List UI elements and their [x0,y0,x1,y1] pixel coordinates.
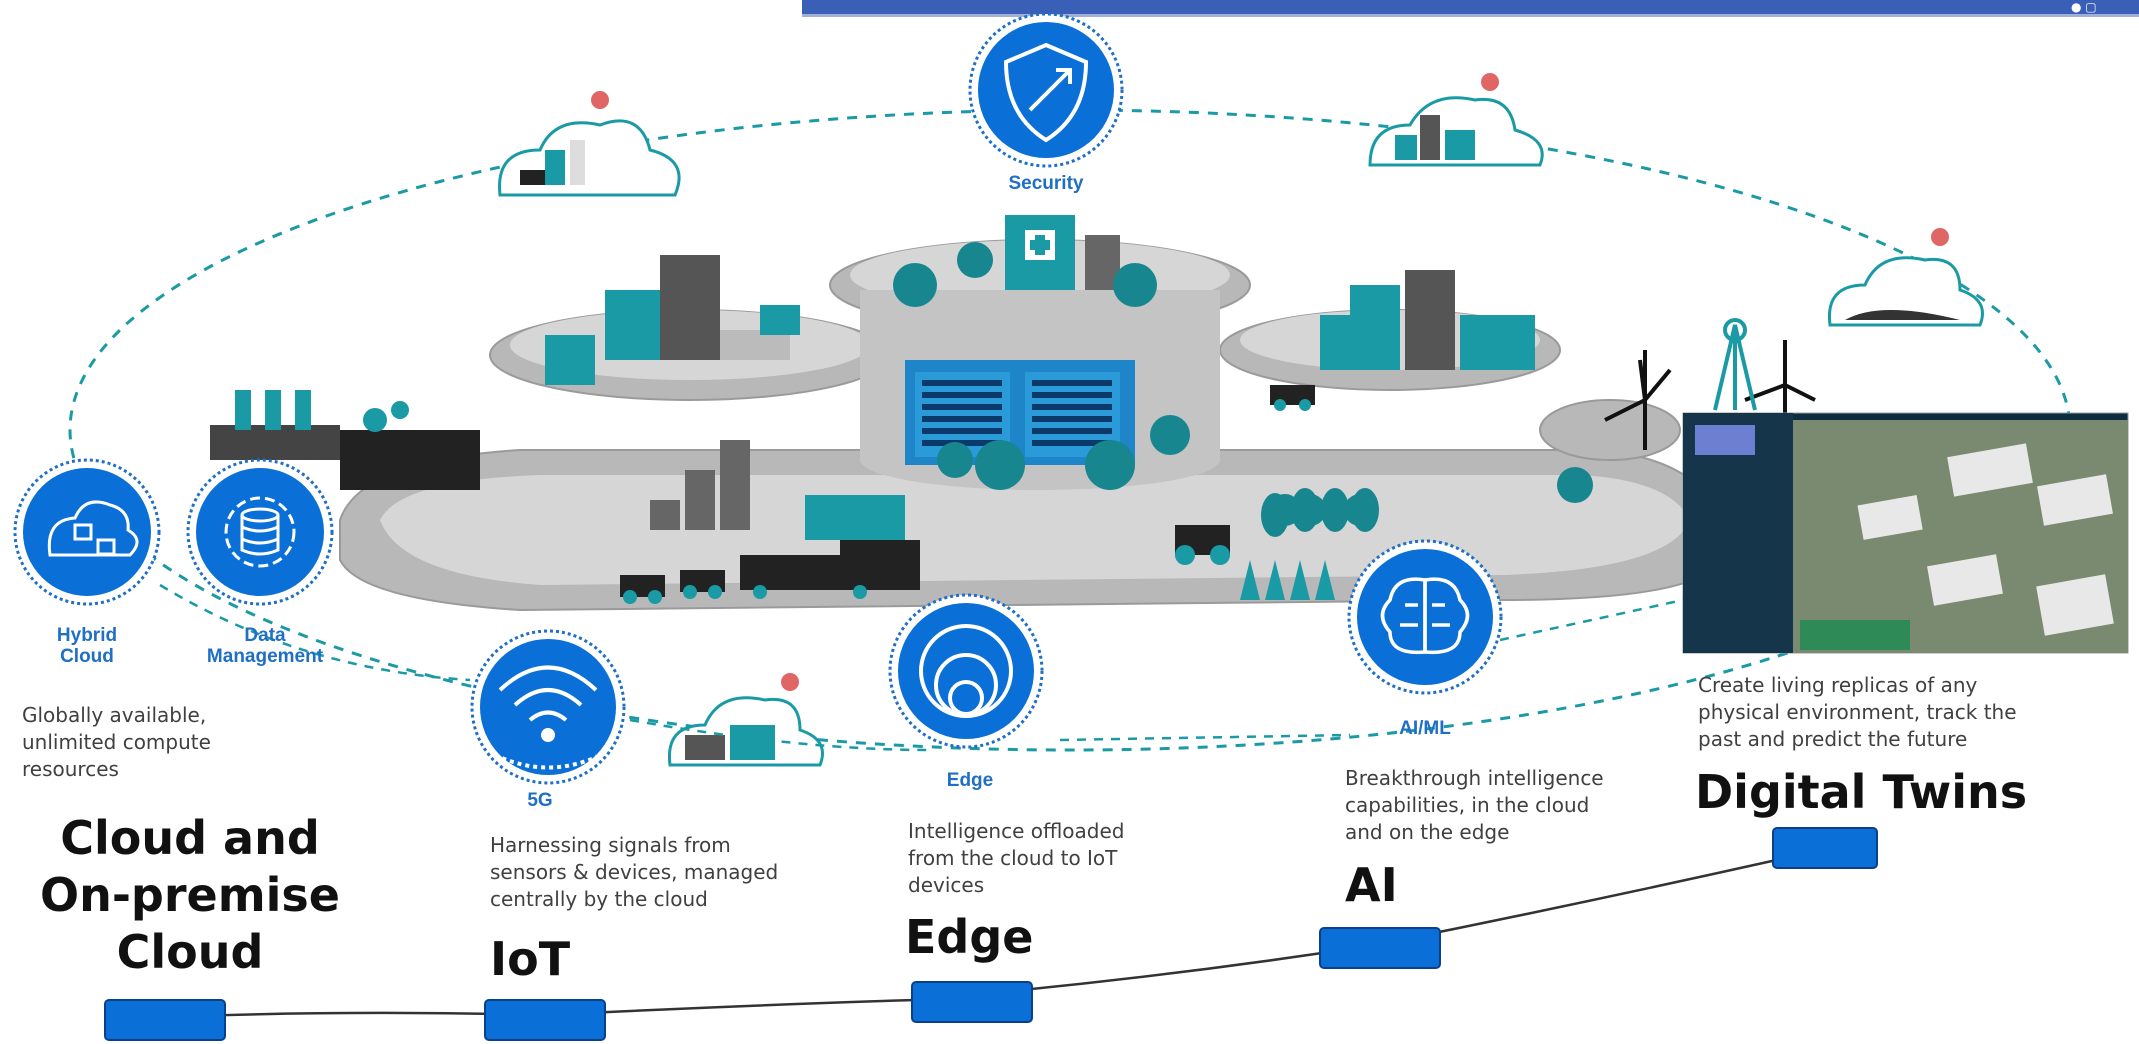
ai-desc-line3: and on the edge [1345,820,1510,844]
ai-desc-line1: Breakthrough intelligence [1345,766,1604,790]
hybrid-cloud-icon [47,500,139,557]
aiml-label: AI/ML [1399,718,1451,739]
digital-twins-description: Create living replicas of any physical e… [1698,672,2017,753]
ai-description: Breakthrough intelligence capabilities, … [1345,765,1604,846]
hospital-building-icon [1005,215,1120,290]
twins-desc-line1: Create living replicas of any [1698,673,1978,697]
timeline-marker-ai [1319,927,1441,969]
dashed-connectors [159,583,1684,752]
hybrid-cloud-label-line1: Hybrid [56,625,118,646]
right-city-buildings-icon [1270,270,1535,411]
farm-tractor-icon [1175,488,1379,600]
data-management-label-line1: Data [244,625,286,646]
iot-desc-line3: centrally by the cloud [490,887,708,911]
cloud-title-line1: Cloud and [60,811,320,865]
timeline-marker-digital-twins [1772,827,1878,869]
cloud-desc-line2: unlimited compute [22,730,211,754]
feature-circles [13,12,1503,785]
timeline-markers [104,827,1878,1041]
hybrid-cloud-label-line2: Cloud [60,646,114,667]
ai-ml-brain-icon [1380,577,1470,655]
security-label: Security [1008,173,1084,194]
digital-twins-title: Digital Twins [1695,765,2028,819]
digital-twins-screenshot [1682,412,2129,654]
ai-desc-line2: capabilities, in the cloud [1345,793,1590,817]
ai-title: AI [1345,858,1398,912]
iot-description: Harnessing signals from sensors & device… [490,832,778,913]
edge-label: Edge [946,770,994,791]
cloud-title-line3: Cloud [116,925,264,979]
cloud-desc-line1: Globally available, [22,703,207,727]
timeline-marker-cloud [104,999,226,1041]
hybrid-cloud-label: Hybrid Cloud [32,625,142,667]
edge-desc-line2: from the cloud to IoT [908,846,1118,870]
data-management-label-line2: Management [206,646,324,667]
cloud-wind-right-icon [1827,256,1984,327]
cloud-title-line2: On-premise [39,868,341,922]
warehouse-and-trucks-icon [620,440,920,604]
iot-desc-line1: Harnessing signals from [490,833,731,857]
edge-desc-line1: Intelligence offloaded [908,819,1125,843]
cloud-title: Cloud and On-premise Cloud [25,810,355,981]
iot-desc-line2: sensors & devices, managed [490,860,779,884]
data-management-label: Data Management [195,625,335,667]
edge-circles-icon [919,624,1013,718]
timeline-marker-edge [911,981,1033,1023]
cloud-buildings-top-left-icon [498,119,681,197]
window-controls[interactable]: ● ▢ [2071,0,2097,14]
cloud-desc-line3: resources [22,757,119,781]
data-management-gear-icon [224,496,296,568]
5g-wireless-icon [494,665,602,770]
iot-title: IoT [490,932,571,986]
security-shield-icon [1003,42,1089,143]
factory-icon [210,390,480,490]
timeline-marker-iot [484,999,606,1041]
twins-desc-line3: past and predict the future [1698,727,1968,751]
edge-title: Edge [905,910,1034,964]
cloud-buildings-top-right-icon [1368,96,1544,167]
edge-desc-line3: devices [908,873,985,897]
cloud-description: Globally available, unlimited compute re… [22,702,211,783]
twins-desc-line2: physical environment, track the [1698,700,2017,724]
edge-description: Intelligence offloaded from the cloud to… [908,818,1124,899]
lightbulb-markers [591,73,1949,691]
wind-turbines-icon [1604,318,1816,450]
cloud-factory-bottom-icon [667,696,824,767]
5g-label: 5G [527,790,553,811]
left-city-buildings-icon [545,255,800,385]
window-top-bar: ● ▢ [802,0,2139,17]
